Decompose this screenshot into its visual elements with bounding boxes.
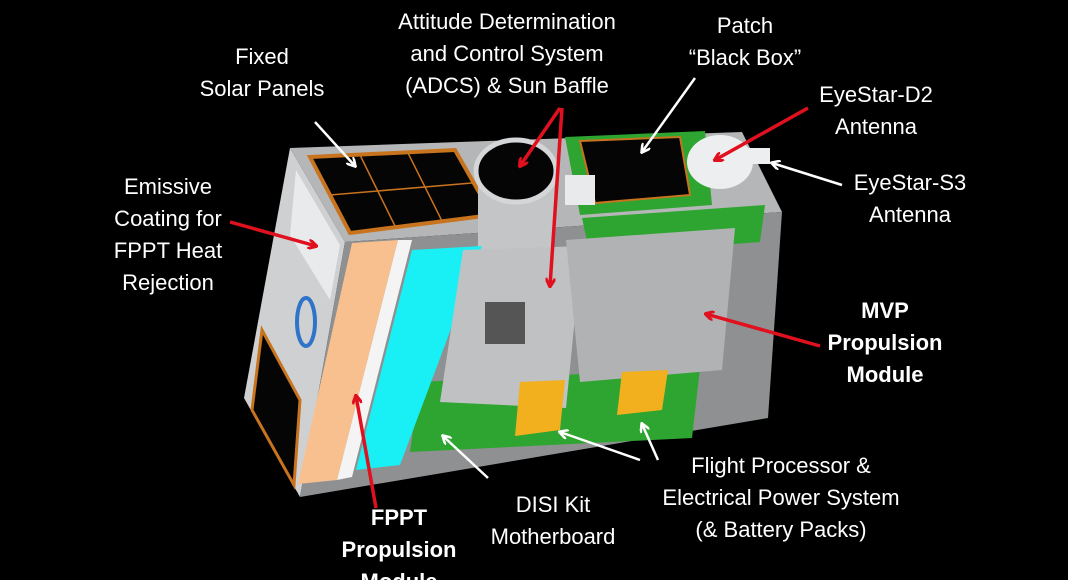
label-fppt-module: FPPT Propulsion Module (341, 505, 457, 580)
patch-white-block (565, 175, 595, 205)
label-eyestar-d2: EyeStar-D2 Antenna (819, 82, 933, 139)
pointer-emissive (229, 220, 316, 246)
battery-pack-1 (515, 380, 565, 436)
patch-black-box (578, 135, 692, 205)
adcs-connector (485, 302, 525, 344)
left-solar-panel (250, 325, 302, 491)
eyestar-s3-antenna (748, 148, 770, 164)
label-patch-black-box: Patch “Black Box” (688, 13, 802, 70)
pointer-adcs-baffle (520, 107, 562, 166)
pointer-mvp (706, 314, 821, 348)
label-eyestar-s3: EyeStar-S3 Antenna (853, 170, 967, 227)
fppt-nozzle-ring (295, 296, 317, 348)
mvp-module-block (566, 228, 735, 382)
label-fixed-solar-panels: Fixed Solar Panels (199, 44, 325, 101)
pointer-eyestar-d2 (715, 106, 809, 160)
pointer-fppt (356, 396, 378, 509)
pointer-eyestar-s3 (772, 163, 843, 187)
pointer-solar (314, 121, 355, 166)
emissive-coating-panel (290, 170, 340, 300)
white-strip (337, 240, 412, 480)
pointer-patch (642, 77, 697, 152)
fppt-cyan-panel (356, 246, 482, 470)
pointer-adcs-block (550, 107, 564, 286)
pointer-disi (443, 436, 489, 479)
pointer-eps-2 (642, 424, 660, 461)
sun-baffle (473, 137, 559, 205)
label-flight-processor-eps: Flight Processor & Electrical Power Syst… (662, 453, 900, 542)
fppt-coating-strip (298, 240, 398, 484)
pointer-eps-1 (560, 432, 641, 462)
label-disi-kit: DISI Kit Motherboard (490, 492, 616, 549)
label-emissive-coating: Emissive Coating for FPPT Heat Rejection (113, 174, 223, 295)
battery-pack-2 (617, 370, 668, 415)
label-mvp-module: MVP Propulsion Module (827, 298, 943, 387)
label-adcs: Attitude Determination and Control Syste… (398, 9, 616, 98)
